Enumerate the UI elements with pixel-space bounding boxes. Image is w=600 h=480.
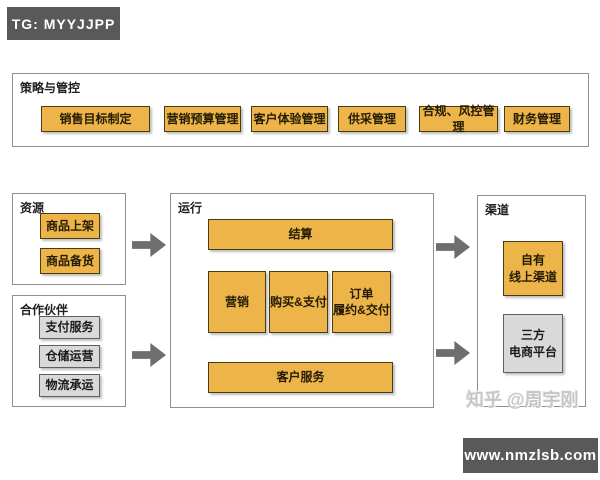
box-settlement: 结算 xyxy=(208,219,393,250)
box-compliance-risk: 合规、风控管理 xyxy=(419,104,498,134)
section-operations: 运行 结算 营销 购买&支付 订单 履约&交付 客户服务 xyxy=(170,193,434,408)
arrow-right-icon xyxy=(436,341,470,365)
box-product-listing: 商品上架 xyxy=(40,213,100,239)
box-customer-exp: 客户体验管理 xyxy=(251,106,328,132)
arrow-right-icon xyxy=(132,343,166,367)
box-logistics-carrier: 物流承运 xyxy=(39,374,100,397)
section-resources: 资源 商品上架 商品备货 xyxy=(12,193,126,285)
site-bar: www.nmzlsb.com xyxy=(463,438,598,473)
section-channels-label: 渠道 xyxy=(485,203,510,217)
section-strategy-label: 策略与管控 xyxy=(20,81,81,95)
section-operations-label: 运行 xyxy=(178,201,203,215)
arrow-right-icon xyxy=(436,235,470,259)
section-strategy: 策略与管控 销售目标制定 营销预算管理 客户体验管理 供采管理 合规、风控管理 … xyxy=(12,73,589,147)
box-order-fulfillment: 订单 履约&交付 xyxy=(332,271,391,333)
section-partners: 合作伙伴 支付服务 仓储运营 物流承运 xyxy=(12,295,126,407)
box-own-online-channel: 自有 线上渠道 xyxy=(503,241,563,296)
box-sales-target: 销售目标制定 xyxy=(41,106,150,132)
box-customer-service: 客户服务 xyxy=(208,362,393,393)
box-third-party-platform: 三方 电商平台 xyxy=(503,314,563,373)
box-marketing-budget: 营销预算管理 xyxy=(164,106,241,132)
box-warehouse-ops: 仓储运营 xyxy=(39,345,100,368)
section-partners-label: 合作伙伴 xyxy=(20,303,69,317)
arrow-right-icon xyxy=(132,233,166,257)
watermark-text: 知乎 @周宇刚 xyxy=(466,390,579,410)
tg-badge: TG: MYYJJPP xyxy=(7,7,120,40)
section-resources-label: 资源 xyxy=(20,201,45,215)
section-channels: 渠道 自有 线上渠道 三方 电商平台 xyxy=(477,195,586,407)
box-product-stocking: 商品备货 xyxy=(40,248,100,274)
box-marketing: 营销 xyxy=(208,271,266,333)
tg-badge-label: TG: MYYJJPP xyxy=(11,15,116,32)
box-finance-mgmt: 财务管理 xyxy=(504,106,570,132)
box-payment-service: 支付服务 xyxy=(39,316,100,339)
box-supply-mgmt: 供采管理 xyxy=(338,106,406,132)
box-purchase-payment: 购买&支付 xyxy=(269,271,328,333)
site-bar-label: www.nmzlsb.com xyxy=(464,447,597,464)
